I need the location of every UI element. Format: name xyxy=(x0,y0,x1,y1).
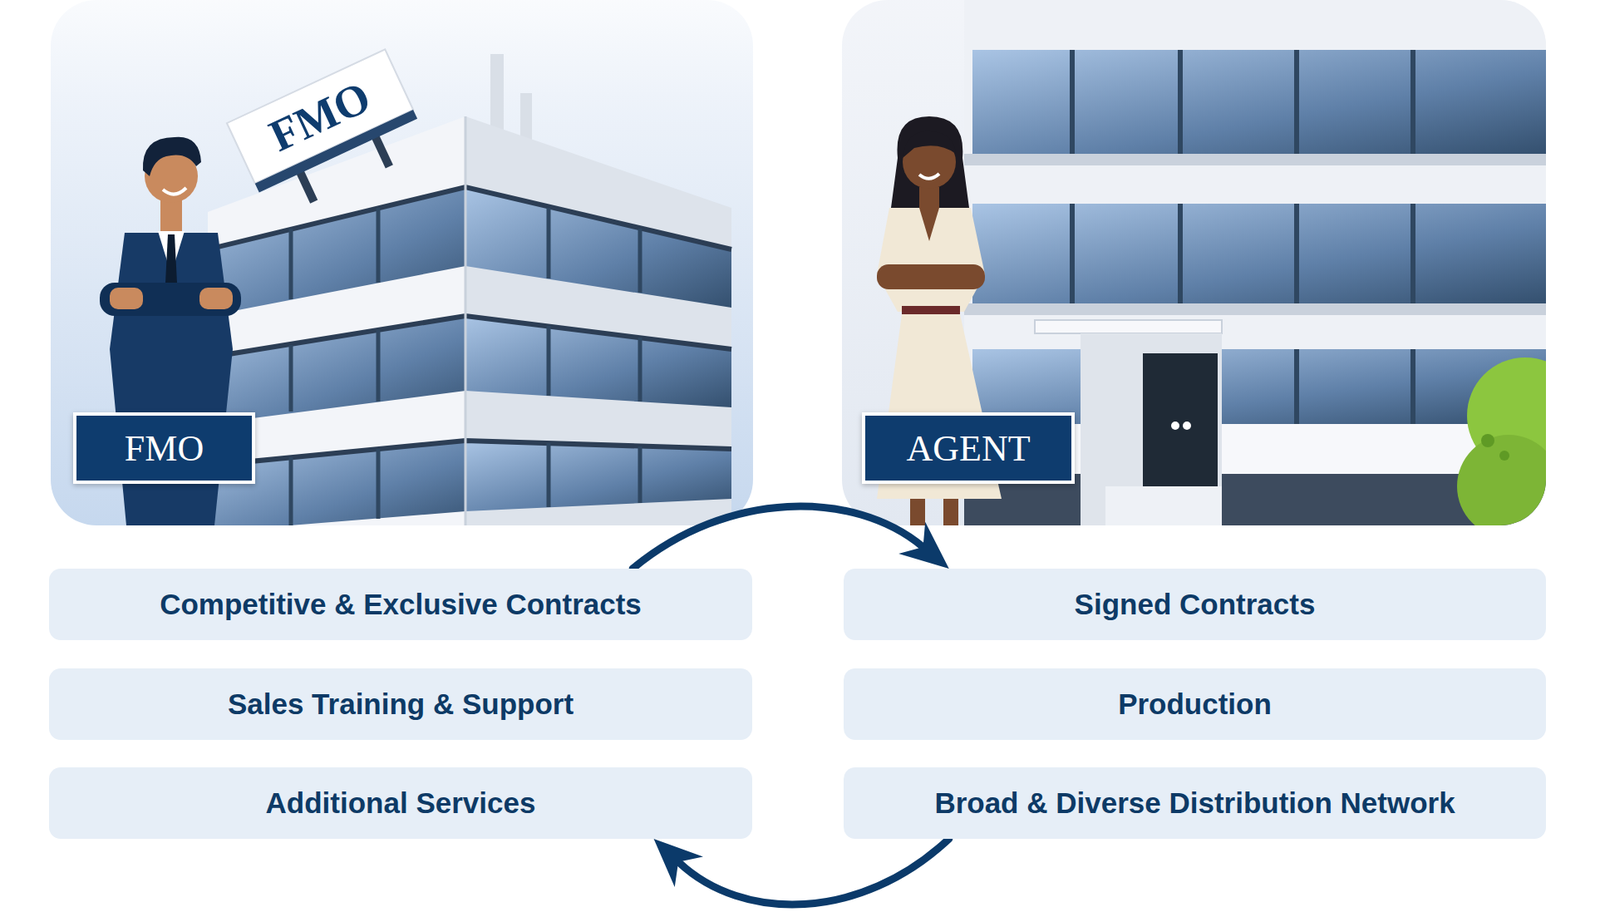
agent-scene xyxy=(841,0,1546,526)
hand xyxy=(199,287,233,310)
mullions xyxy=(638,337,643,402)
service-box-text: Competitive & Exclusive Contracts xyxy=(159,587,642,621)
arrow-head xyxy=(898,521,950,569)
canopy xyxy=(1034,320,1222,334)
service-box-text: Additional Services xyxy=(265,786,537,820)
bush-dot xyxy=(1499,450,1510,461)
role-tag-text: FMO xyxy=(124,427,204,470)
bush-dot xyxy=(1481,433,1495,448)
fmo-scene xyxy=(50,0,754,526)
band-edge xyxy=(207,440,732,466)
hair-top xyxy=(902,131,956,158)
bush-part xyxy=(1457,434,1546,526)
mullions xyxy=(376,329,381,402)
mullions xyxy=(1177,203,1183,304)
leg xyxy=(943,498,959,526)
neck xyxy=(160,199,183,233)
window-row xyxy=(207,187,466,316)
band-edge xyxy=(207,315,732,358)
smile xyxy=(919,173,940,179)
mullions xyxy=(289,344,294,412)
service-box-text: Signed Contracts xyxy=(1074,587,1316,621)
band-edge xyxy=(207,187,732,250)
door-handle xyxy=(1182,421,1192,430)
flow-arrow xyxy=(632,506,922,569)
band-edge xyxy=(964,153,1546,166)
mullions xyxy=(1410,349,1416,424)
door-handle xyxy=(1171,421,1180,430)
panel-ground xyxy=(841,0,1546,526)
steps xyxy=(1105,486,1222,526)
crossed-arms xyxy=(876,264,985,290)
dress-top xyxy=(876,207,985,312)
mullions xyxy=(1294,349,1300,424)
role-tag: FMO xyxy=(73,412,256,484)
mullions xyxy=(376,448,381,519)
leg xyxy=(910,498,926,526)
hand xyxy=(109,287,143,310)
hair xyxy=(142,137,202,177)
service-box: Competitive & Exclusive Contracts xyxy=(49,568,753,640)
band-edge xyxy=(964,303,1546,316)
building-sign-text: FMO xyxy=(263,73,378,159)
mullions xyxy=(1069,49,1075,154)
mullions xyxy=(289,228,294,300)
mullions xyxy=(546,325,552,396)
bush xyxy=(1457,357,1546,526)
mullions xyxy=(289,457,294,526)
service-box: Signed Contracts xyxy=(843,568,1546,640)
mullions xyxy=(638,446,643,503)
window-row xyxy=(207,315,466,424)
service-box: Sales Training & Support xyxy=(49,668,753,740)
service-box-text: Production xyxy=(1117,687,1272,721)
fmo-sign xyxy=(226,49,431,222)
neckline xyxy=(919,207,940,242)
mullions xyxy=(1410,49,1416,154)
window-row xyxy=(972,203,1546,304)
window-row xyxy=(465,187,732,308)
window-row xyxy=(465,315,732,408)
belt xyxy=(901,305,960,315)
mullions xyxy=(546,207,552,279)
service-box: Production xyxy=(843,668,1546,740)
mullions xyxy=(376,207,381,283)
window-row xyxy=(972,49,1546,154)
chimney xyxy=(490,54,504,138)
mullions xyxy=(638,228,643,293)
mullions xyxy=(546,443,552,508)
panel-ground xyxy=(50,0,754,526)
role-tag: AGENT xyxy=(861,412,1075,484)
smile xyxy=(162,187,187,195)
window-row xyxy=(465,440,732,512)
entrance xyxy=(1080,333,1222,526)
building-corner xyxy=(464,116,468,526)
mullions xyxy=(1069,203,1075,304)
service-box-text: Sales Training & Support xyxy=(227,687,574,721)
flow-arrow xyxy=(679,838,950,905)
mullions xyxy=(1410,203,1416,304)
mullions xyxy=(1177,49,1183,154)
role-tag-text: AGENT xyxy=(905,427,1030,470)
door xyxy=(1142,353,1218,487)
mullions xyxy=(1294,49,1300,154)
service-box: Broad & Diverse Distribution Network xyxy=(843,767,1546,839)
mullions xyxy=(1294,203,1300,304)
crossed-arms xyxy=(99,282,242,316)
service-box: Additional Services xyxy=(49,767,753,839)
arrow-head xyxy=(654,838,704,887)
service-box-text: Broad & Diverse Distribution Network xyxy=(934,786,1455,820)
